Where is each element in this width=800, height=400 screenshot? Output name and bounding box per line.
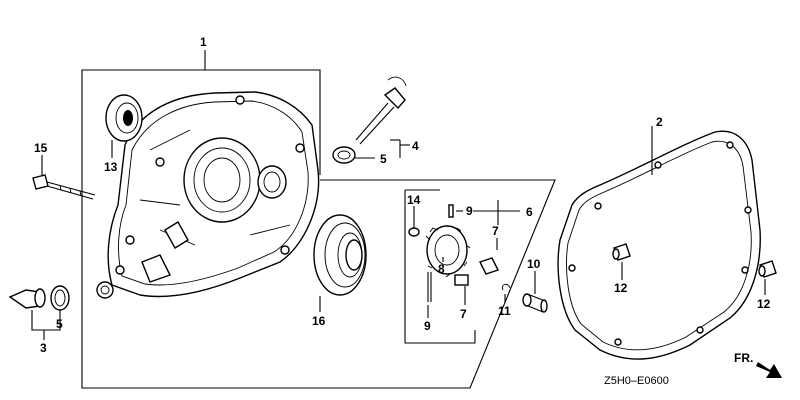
callout-11: 11 bbox=[498, 304, 511, 318]
callout-3: 3 bbox=[40, 341, 47, 355]
callout-15: 15 bbox=[34, 141, 48, 155]
callout-5-upper: 5 bbox=[380, 152, 387, 166]
oil-level-switch-4[interactable] bbox=[355, 76, 407, 145]
governor-gear-8[interactable] bbox=[425, 225, 471, 286]
leader-lines bbox=[31, 50, 766, 340]
callout-10: 10 bbox=[527, 257, 541, 271]
callout-2: 2 bbox=[656, 115, 663, 129]
clip-11[interactable] bbox=[501, 283, 511, 291]
callout-8: 8 bbox=[438, 262, 445, 276]
callout-12-left: 12 bbox=[614, 281, 628, 295]
callout-9-lower: 9 bbox=[424, 319, 431, 333]
callout-7-lower: 7 bbox=[460, 307, 467, 321]
dowel-pin-12-left[interactable] bbox=[612, 243, 631, 261]
group-frame-6 bbox=[404, 189, 476, 344]
callout-13: 13 bbox=[104, 160, 118, 174]
callout-4: 4 bbox=[412, 139, 419, 153]
direction-indicator: FR. bbox=[734, 351, 782, 378]
o-ring-5-lower[interactable] bbox=[50, 285, 70, 311]
washer-14[interactable] bbox=[408, 227, 420, 237]
crankcase-cover[interactable] bbox=[96, 91, 320, 299]
callout-12-right: 12 bbox=[757, 297, 771, 311]
oil-filler-cap-3[interactable] bbox=[8, 288, 46, 309]
governor-shaft-10[interactable] bbox=[522, 293, 548, 313]
case-gasket-2[interactable] bbox=[557, 130, 761, 360]
callout-16: 16 bbox=[312, 314, 326, 328]
bolt-15[interactable] bbox=[32, 174, 96, 200]
oil-seal-13[interactable] bbox=[105, 94, 143, 142]
figure-code: Z5H0–E0600 bbox=[604, 375, 669, 387]
pin-9-lower[interactable] bbox=[427, 272, 432, 302]
o-ring-5-upper[interactable] bbox=[332, 146, 356, 164]
group-frame-1 bbox=[81, 69, 556, 389]
callout-9-upper: 9 bbox=[466, 204, 473, 218]
direction-label: FR. bbox=[734, 351, 753, 365]
callout-5-lower: 5 bbox=[56, 317, 63, 331]
dowel-pin-12-right[interactable] bbox=[758, 260, 777, 278]
callout-7-upper: 7 bbox=[492, 224, 499, 238]
callout-14: 14 bbox=[407, 193, 421, 207]
pin-9-upper[interactable] bbox=[448, 204, 454, 218]
callout-6: 6 bbox=[526, 205, 533, 219]
governor-arm-7[interactable] bbox=[479, 257, 499, 275]
callout-labels: 1 2 3 4 5 5 6 7 7 8 9 9 10 11 12 12 13 1… bbox=[34, 35, 771, 355]
ball-bearing-16[interactable] bbox=[313, 214, 367, 296]
arrow-right-down-icon bbox=[756, 362, 782, 378]
callout-1: 1 bbox=[200, 35, 207, 49]
